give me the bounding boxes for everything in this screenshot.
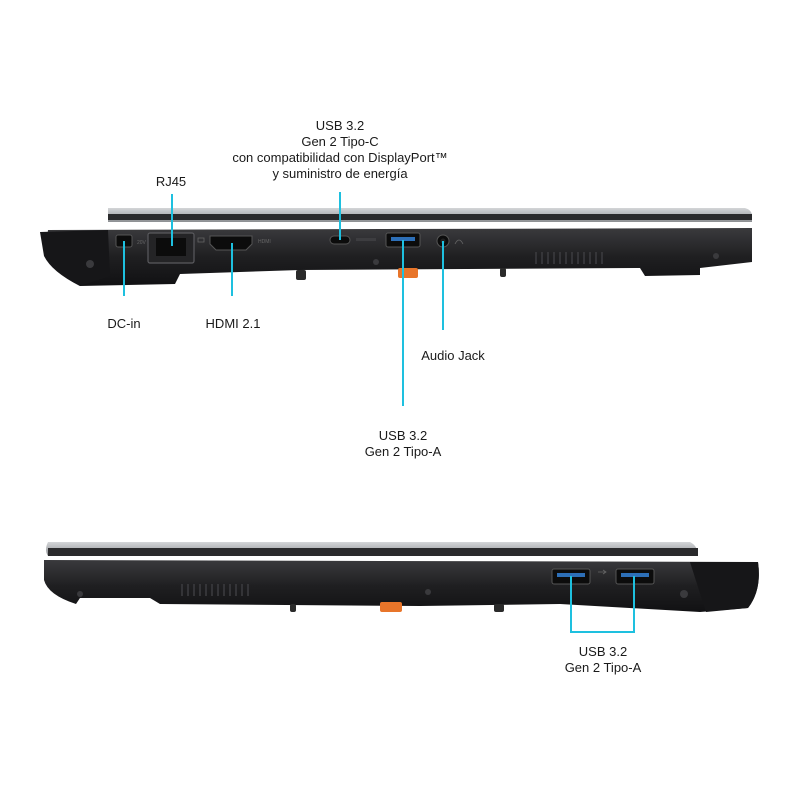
screw-icon	[77, 591, 83, 597]
rubber-foot	[494, 604, 504, 612]
screw-icon	[425, 589, 431, 595]
hdmi-port-icon-text: HDMI	[258, 239, 271, 245]
lid-edge	[48, 548, 698, 556]
dc-port-icon-text: 20V	[137, 240, 147, 246]
screw-icon	[373, 259, 379, 265]
rubber-foot	[296, 270, 306, 280]
callout-lines-top	[123, 192, 444, 406]
label-usb-a-pair: USB 3.2 Gen 2 Tipo-A	[564, 644, 642, 675]
label-usb-c: USB 3.2 Gen 2 Tipo-C con compatibilidad …	[232, 118, 448, 181]
vent-grill	[181, 584, 249, 596]
label-usb-a: USB 3.2 Gen 2 Tipo-A	[364, 428, 442, 459]
rubber-foot	[500, 268, 506, 277]
screw-icon	[86, 260, 94, 268]
rj45-socket	[156, 238, 186, 256]
laptop-left-side-view: 20V HDMI	[40, 208, 752, 286]
orange-hinge-accent	[398, 268, 418, 278]
ethernet-icon	[197, 237, 205, 243]
screw-icon	[713, 253, 719, 259]
headphone-icon	[454, 239, 464, 245]
lid-edge	[108, 214, 752, 220]
label-hdmi: HDMI 2.1	[205, 316, 261, 331]
vent-grill	[535, 252, 603, 264]
label-rj45: RJ45	[155, 174, 187, 189]
label-audio-jack: Audio Jack	[421, 348, 485, 363]
rubber-foot	[290, 604, 296, 612]
label-dc-in: DC-in	[107, 316, 141, 331]
usb-a-tongue	[557, 573, 585, 577]
callout-bracket-usb-a-pair	[570, 576, 635, 633]
laptop-right-side-view	[44, 542, 759, 612]
rear-bevel	[690, 562, 759, 612]
screw-icon	[680, 590, 688, 598]
usb-a-tongue	[391, 237, 415, 241]
orange-hinge-accent	[380, 602, 402, 612]
front-bevel	[40, 230, 110, 286]
usb-a-tongue	[621, 573, 649, 577]
usb-c-indicator	[356, 238, 376, 241]
usb-icon	[598, 569, 607, 575]
